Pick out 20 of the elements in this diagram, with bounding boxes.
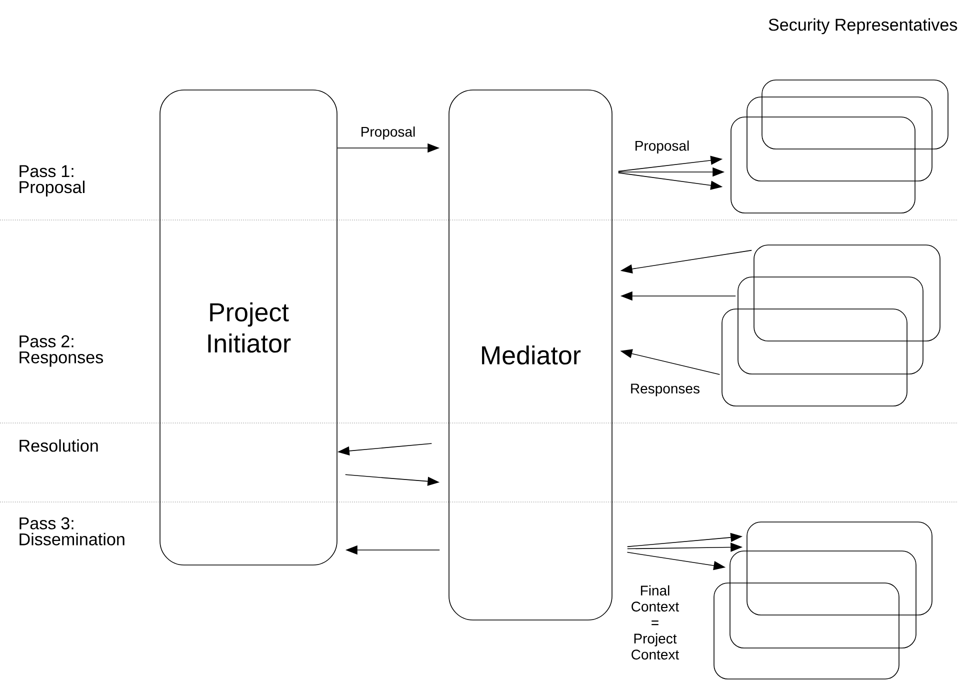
edge-label: Proposal xyxy=(359,125,417,141)
representative-box xyxy=(738,276,924,374)
representative-box xyxy=(746,96,932,182)
text-label: Security Representatives xyxy=(768,18,958,34)
representative-box xyxy=(762,80,948,150)
representative-box xyxy=(730,116,916,214)
text-label: Pass 2: Responses xyxy=(20,335,104,367)
text-label: Final Context = Project Context xyxy=(632,585,680,660)
text-label: Responses xyxy=(631,384,700,396)
mediator-box: Mediator xyxy=(448,90,612,620)
representative-box xyxy=(746,522,932,616)
representative-box xyxy=(722,308,908,406)
representative-box xyxy=(730,550,916,648)
text-label: Pass 3: Dissemination xyxy=(20,517,124,546)
text-label: Resolution xyxy=(20,439,98,452)
text-label: Pass 1: Proposal xyxy=(20,165,84,197)
representative-box xyxy=(714,582,900,680)
edge-label: Proposal xyxy=(633,139,691,155)
representative-box xyxy=(754,244,940,342)
initiator-box: Project Initiator xyxy=(160,90,338,566)
